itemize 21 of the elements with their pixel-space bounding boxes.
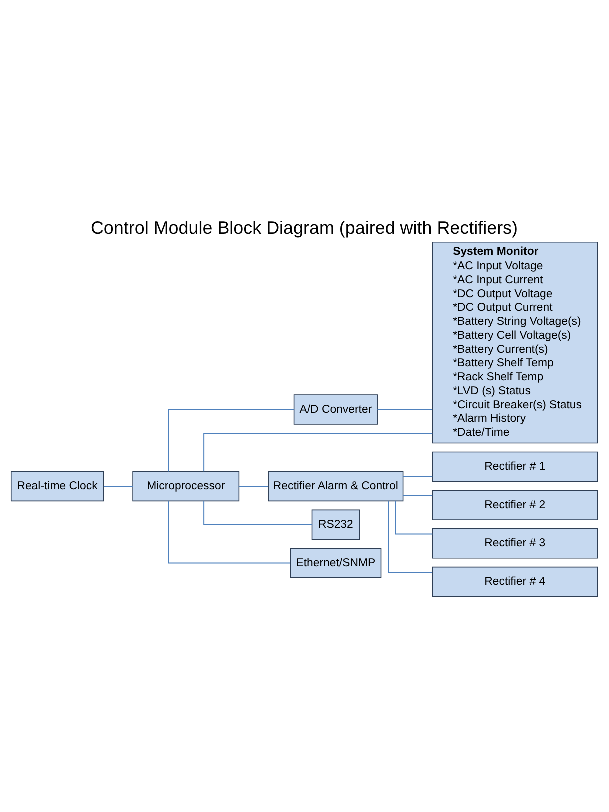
node-box: Microprocessor [132, 470, 240, 502]
node-box: Rectifier # 2 [432, 490, 598, 520]
connector [388, 500, 433, 573]
connector [168, 408, 295, 472]
node-box: Rectifier Alarm & Control [268, 470, 404, 502]
connector [168, 500, 292, 564]
node-box: A/D Converter [294, 394, 378, 424]
connector [395, 500, 434, 534]
diagram-title: Control Module Block Diagram (paired with Rectifiers) [90, 217, 518, 238]
node-box: Rectifier # 1 [432, 451, 598, 482]
node-box: Ethernet/SNMP [290, 548, 382, 578]
connector [402, 476, 434, 477]
node-box: Rectifier # 4 [432, 566, 598, 597]
connector [402, 494, 434, 496]
node-box: System Monitor *AC Input Voltage *AC Input Current *DC Output Voltage *DC Output Current *Battery String Voltage(s) *Battery Cell Voltage(s) *Battery Current(s) *Battery Shelf Temp *Rack Shelf Temp *LVD (s) Status *Circuit Breaker(s) Status *Alarm History *Date/Time [432, 241, 598, 444]
node-box: Rectifier # 3 [432, 528, 598, 558]
connector [377, 408, 433, 410]
connector [204, 500, 313, 525]
node-box: RS232 [312, 509, 360, 540]
node-box: Real-time Clock [10, 470, 104, 502]
connector [204, 432, 434, 472]
